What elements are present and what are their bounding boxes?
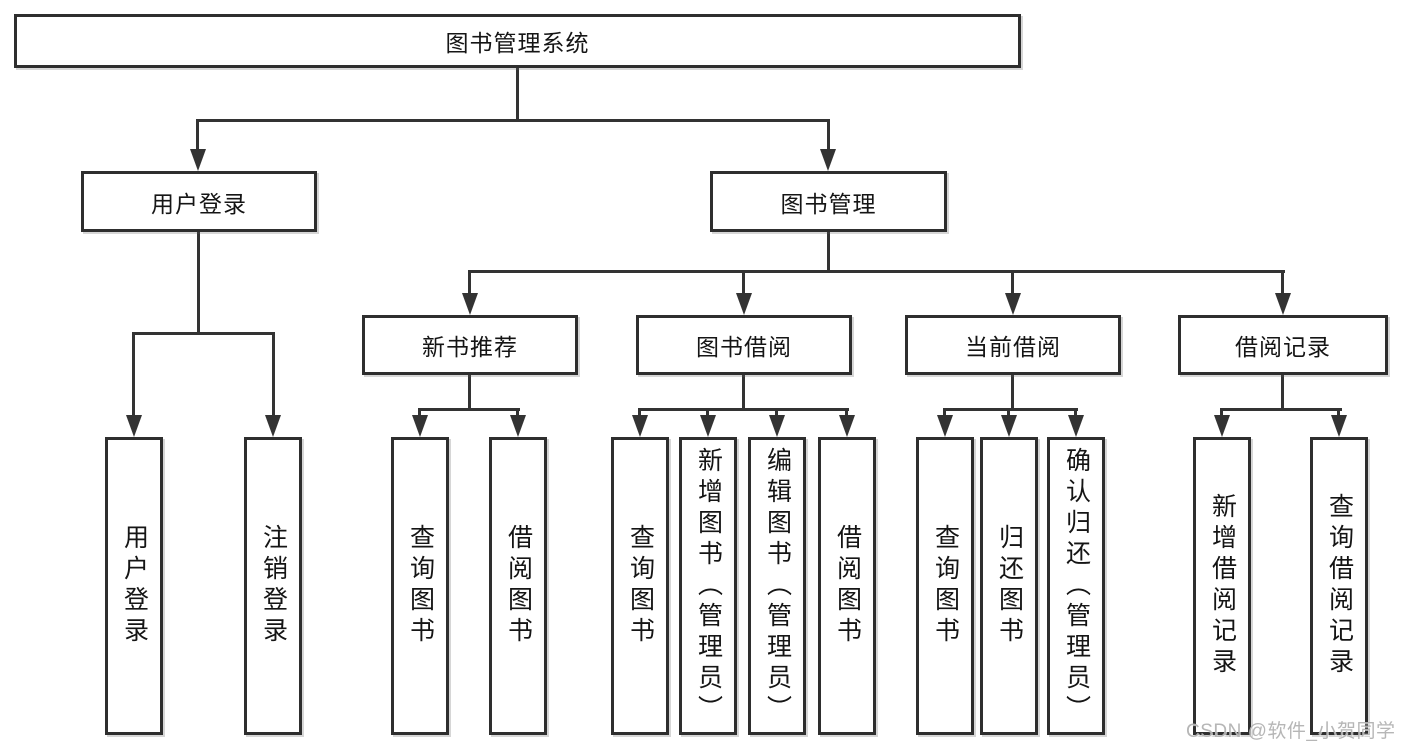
connector-user-login-stem	[197, 232, 200, 335]
arrow-down-icon	[839, 415, 855, 437]
connector-shaft-leaf-logout	[272, 332, 275, 417]
connector-shaft	[1337, 408, 1340, 417]
node-book-borrow: 图书借阅	[636, 315, 852, 375]
leaf-newbook-query: 查询图书	[391, 437, 449, 735]
arrow-down-icon	[412, 415, 428, 437]
connector-borrow-record-rail	[1220, 408, 1342, 411]
connector-shaft	[775, 408, 778, 417]
leaf-logout: 注销登录	[244, 437, 302, 735]
connector-shaft-borrow-record	[1281, 270, 1284, 295]
connector-shaft-book-mgmt	[827, 119, 830, 151]
arrow-down-icon	[1214, 415, 1230, 437]
arrow-down-icon	[937, 415, 953, 437]
arrow-down-icon	[1331, 415, 1347, 437]
connector-shaft-user-login	[196, 119, 199, 151]
arrow-down-icon	[462, 293, 478, 315]
arrow-down-icon	[265, 415, 281, 437]
arrow-down-icon	[820, 149, 836, 171]
connector-book-borrow-rail	[638, 408, 849, 411]
arrow-down-icon	[1275, 293, 1291, 315]
connector-shaft-leaf-login	[132, 332, 135, 417]
connector-level2-rail	[196, 119, 830, 122]
leaf-user-login: 用户登录	[105, 437, 163, 735]
leaf-borrow-query: 查询图书	[611, 437, 669, 735]
node-borrow-record: 借阅记录	[1178, 315, 1388, 375]
connector-book-mgmt-stem	[827, 232, 830, 273]
node-user-login: 用户登录	[81, 171, 317, 232]
arrow-down-icon	[510, 415, 526, 437]
connector-borrow-record-stem	[1281, 375, 1284, 411]
arrow-down-icon	[632, 415, 648, 437]
leaf-newbook-borrow: 借阅图书	[489, 437, 547, 735]
connector-shaft-current-borrow	[1011, 270, 1014, 295]
leaf-current-query: 查询图书	[916, 437, 974, 735]
leaf-record-query: 查询借阅记录	[1310, 437, 1368, 735]
connector-shaft	[418, 408, 421, 417]
node-new-book-rec: 新书推荐	[362, 315, 578, 375]
arrow-down-icon	[1001, 415, 1017, 437]
leaf-record-add: 新增借阅记录	[1193, 437, 1251, 735]
connector-shaft-new-book-rec	[468, 270, 471, 295]
connector-root-stem	[516, 68, 519, 122]
arrow-down-icon	[769, 415, 785, 437]
leaf-borrow-add-admin: 新增图书（管理员）	[679, 437, 737, 735]
leaf-borrow-edit-admin: 编辑图书（管理员）	[748, 437, 806, 735]
arrow-down-icon	[126, 415, 142, 437]
arrow-down-icon	[1068, 415, 1084, 437]
connector-shaft	[706, 408, 709, 417]
node-root: 图书管理系统	[14, 14, 1021, 68]
leaf-current-return: 归还图书	[980, 437, 1038, 735]
watermark-csdn: CSDN @软件_小贺同学	[1186, 721, 1396, 742]
arrow-down-icon	[700, 415, 716, 437]
connector-current-borrow-rail	[943, 408, 1078, 411]
connector-book-borrow-stem	[742, 375, 745, 411]
connector-shaft	[1007, 408, 1010, 417]
connector-current-borrow-stem	[1011, 375, 1014, 411]
node-current-borrow: 当前借阅	[905, 315, 1121, 375]
connector-shaft-book-borrow	[742, 270, 745, 295]
leaf-borrow-borrow: 借阅图书	[818, 437, 876, 735]
arrow-down-icon	[736, 293, 752, 315]
connector-shaft	[516, 408, 519, 417]
connector-shaft	[943, 408, 946, 417]
arrow-down-icon	[1005, 293, 1021, 315]
leaf-current-confirm-admin: 确认归还（管理员）	[1047, 437, 1105, 735]
connector-shaft	[1220, 408, 1223, 417]
connector-shaft	[1074, 408, 1077, 417]
node-book-mgmt: 图书管理	[710, 171, 947, 232]
connector-level3-rail	[468, 270, 1285, 273]
arrow-down-icon	[190, 149, 206, 171]
connector-shaft	[845, 408, 848, 417]
connector-new-book-rec-rail	[418, 408, 520, 411]
connector-user-login-rail	[132, 332, 275, 335]
connector-shaft	[638, 408, 641, 417]
connector-new-book-rec-stem	[468, 375, 471, 411]
